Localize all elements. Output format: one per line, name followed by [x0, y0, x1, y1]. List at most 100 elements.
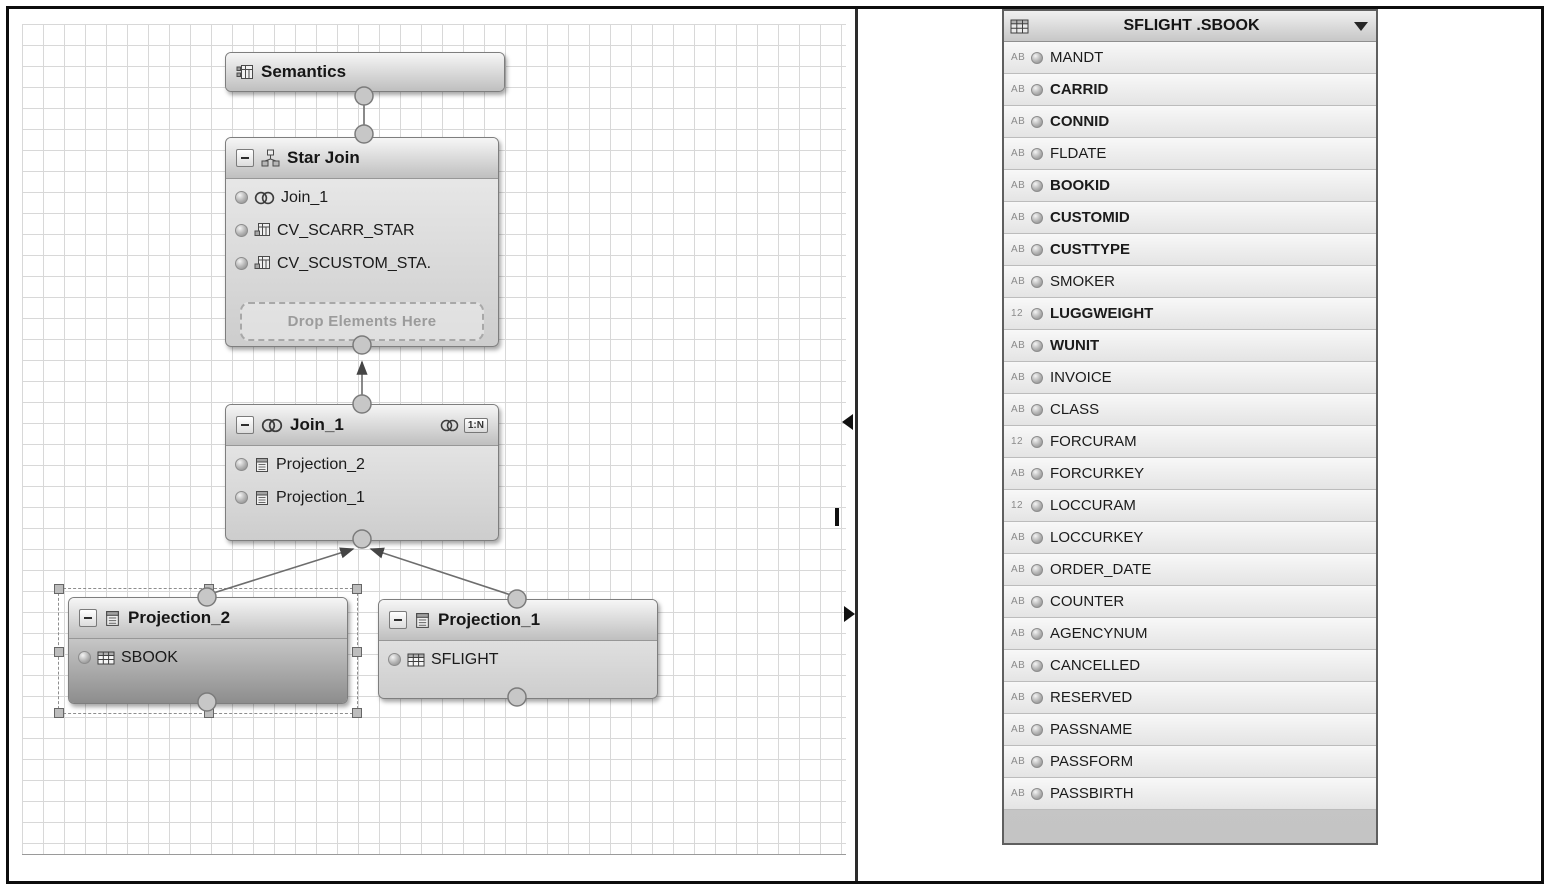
field-name: RESERVED	[1050, 689, 1133, 706]
port-icon	[78, 651, 91, 664]
field-row[interactable]: AB BOOKID	[1004, 170, 1376, 202]
item-projection-2[interactable]: Projection_2	[226, 448, 498, 481]
collapse-icon[interactable]	[79, 609, 97, 627]
node-header[interactable]: Star Join	[226, 138, 498, 179]
field-row[interactable]: AB LOCCURKEY	[1004, 522, 1376, 554]
selection-handle[interactable]	[204, 708, 214, 718]
item-join-1[interactable]: Join_1	[226, 181, 498, 214]
node-header[interactable]: Projection_2	[69, 598, 347, 639]
field-row[interactable]: 12 FORCURAM	[1004, 426, 1376, 458]
node-body: Join_1 CV_SCARR_STAR	[226, 179, 498, 341]
selection-handle[interactable]	[352, 708, 362, 718]
collapse-icon[interactable]	[236, 416, 254, 434]
selection-handle[interactable]	[54, 708, 64, 718]
field-name: BOOKID	[1050, 177, 1110, 194]
field-row[interactable]: 12 LOCCURAM	[1004, 490, 1376, 522]
node-star-join[interactable]: Star Join Join_1	[225, 137, 499, 347]
selection-handle[interactable]	[54, 646, 64, 657]
attribute-icon	[1031, 659, 1043, 672]
type-badge: AB	[1011, 532, 1026, 543]
collapse-icon[interactable]	[236, 149, 254, 167]
drop-elements-area[interactable]: Drop Elements Here	[240, 302, 484, 341]
field-row[interactable]: AB CANCELLED	[1004, 650, 1376, 682]
field-name: PASSFORM	[1050, 753, 1134, 770]
splitter-grip-icon[interactable]	[835, 508, 839, 526]
field-row[interactable]: AB FORCURKEY	[1004, 458, 1376, 490]
selection-handle[interactable]	[352, 584, 362, 594]
node-projection-1[interactable]: Projection_1 SFLIGHT	[378, 599, 658, 699]
type-badge: AB	[1011, 276, 1026, 287]
field-row[interactable]: AB SMOKER	[1004, 266, 1376, 298]
field-row[interactable]: AB ORDER_DATE	[1004, 554, 1376, 586]
selection-handle[interactable]	[352, 646, 362, 657]
attribute-icon	[1031, 755, 1043, 768]
collapse-left-icon[interactable]	[842, 414, 853, 430]
diagram-canvas[interactable]: Semantics Star Join	[22, 24, 846, 855]
field-row[interactable]: 12 LUGGWEIGHT	[1004, 298, 1376, 330]
field-row[interactable]: AB PASSNAME	[1004, 714, 1376, 746]
field-row[interactable]: AB PASSBIRTH	[1004, 778, 1376, 810]
port-icon	[235, 458, 248, 471]
item-label: CV_SCARR_STAR	[277, 221, 415, 239]
field-name: COUNTER	[1050, 593, 1125, 610]
field-row[interactable]: AB AGENCYNUM	[1004, 618, 1376, 650]
node-header[interactable]: Join_1 1:N	[226, 405, 498, 446]
item-sflight[interactable]: SFLIGHT	[379, 643, 657, 676]
field-row[interactable]: AB CARRID	[1004, 74, 1376, 106]
type-badge: AB	[1011, 340, 1026, 351]
item-cv-scustom-star[interactable]: CV_SCUSTOM_STA.	[226, 247, 498, 280]
port-icon	[235, 191, 248, 204]
join-type-icon[interactable]	[440, 419, 459, 432]
field-row[interactable]: AB MANDT	[1004, 42, 1376, 74]
node-body: SBOOK	[69, 639, 347, 703]
attribute-icon	[1031, 339, 1043, 352]
cardinality-badge[interactable]: 1:N	[463, 417, 488, 433]
field-row[interactable]: AB RESERVED	[1004, 682, 1376, 714]
type-badge: AB	[1011, 116, 1026, 127]
field-row[interactable]: AB FLDATE	[1004, 138, 1376, 170]
item-sbook[interactable]: SBOOK	[69, 641, 347, 674]
field-name: FORCURAM	[1050, 433, 1137, 450]
field-row[interactable]: AB CONNID	[1004, 106, 1376, 138]
attribute-icon	[1031, 435, 1043, 448]
field-row[interactable]: AB PASSFORM	[1004, 746, 1376, 778]
type-badge: AB	[1011, 628, 1026, 639]
node-header[interactable]: Projection_1	[379, 600, 657, 641]
item-label: CV_SCUSTOM_STA.	[277, 254, 432, 272]
collapse-right-icon[interactable]	[844, 606, 855, 622]
item-label: SFLIGHT	[431, 650, 499, 668]
attribute-icon	[1031, 83, 1043, 96]
field-row[interactable]: AB INVOICE	[1004, 362, 1376, 394]
attribute-icon	[1031, 563, 1043, 576]
attribute-icon	[1031, 499, 1043, 512]
field-name: INVOICE	[1050, 369, 1112, 386]
item-label: Join_1	[281, 188, 329, 206]
field-row[interactable]: AB WUNIT	[1004, 330, 1376, 362]
field-row[interactable]: AB CLASS	[1004, 394, 1376, 426]
projection-icon	[254, 457, 270, 473]
field-name: WUNIT	[1050, 337, 1100, 354]
item-projection-1[interactable]: Projection_1	[226, 481, 498, 514]
item-cv-scarr-star[interactable]: CV_SCARR_STAR	[226, 214, 498, 247]
field-name: CONNID	[1050, 113, 1110, 130]
type-badge: AB	[1011, 84, 1026, 95]
collapse-icon[interactable]	[389, 611, 407, 629]
join-icon	[261, 418, 283, 433]
field-row[interactable]: AB CUSTTYPE	[1004, 234, 1376, 266]
attribute-icon	[1031, 211, 1043, 224]
panel-header[interactable]: SFLIGHT .SBOOK	[1004, 11, 1376, 42]
node-semantics[interactable]: Semantics	[225, 52, 505, 92]
node-projection-2[interactable]: Projection_2 SBOOK	[54, 584, 362, 718]
table-icon	[407, 653, 425, 667]
node-title: Join_1	[290, 415, 344, 434]
selection-handle[interactable]	[54, 584, 64, 594]
chevron-down-icon[interactable]	[1354, 21, 1368, 31]
field-row[interactable]: AB COUNTER	[1004, 586, 1376, 618]
node-join-1[interactable]: Join_1 1:N	[225, 404, 499, 541]
type-badge: AB	[1011, 724, 1026, 735]
field-name: CANCELLED	[1050, 657, 1141, 674]
node-header[interactable]: Semantics	[226, 53, 504, 91]
selection-handle[interactable]	[204, 584, 214, 594]
panel-splitter[interactable]	[855, 9, 858, 881]
field-row[interactable]: AB CUSTOMID	[1004, 202, 1376, 234]
